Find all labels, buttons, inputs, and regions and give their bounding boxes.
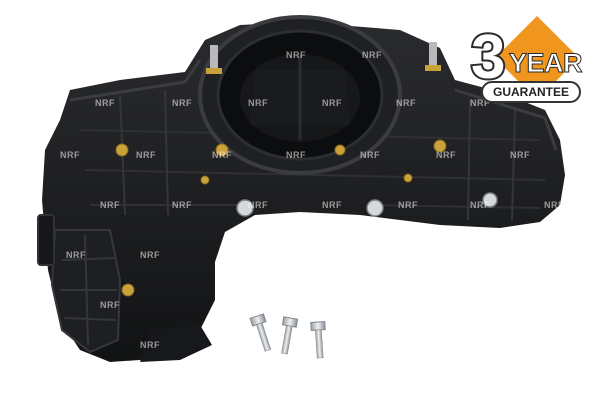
watermark-logo: NRF: [396, 98, 416, 108]
watermark-logo: NRF: [544, 200, 564, 210]
watermark-logo: NRF: [322, 200, 342, 210]
manifold-bolts: [236, 192, 498, 217]
watermark-logo: NRF: [60, 150, 80, 160]
watermark-logo: NRF: [140, 340, 160, 350]
watermark-logo: NRF: [95, 98, 115, 108]
badge-guarantee-label: GUARANTEE: [481, 81, 581, 103]
watermark-logo: NRF: [248, 200, 268, 210]
watermark-logo: NRF: [470, 98, 490, 108]
watermark-logo: NRF: [362, 50, 382, 60]
watermark-logo: NRF: [212, 150, 232, 160]
watermark-logo: NRF: [100, 200, 120, 210]
watermark-logo: NRF: [436, 150, 456, 160]
throttle-flange: [198, 15, 402, 175]
watermark-logo: NRF: [100, 300, 120, 310]
watermark-logo: NRF: [470, 200, 490, 210]
watermark-logo: NRF: [140, 250, 160, 260]
watermark-logo: NRF: [286, 50, 306, 60]
badge-diamond: [495, 16, 579, 100]
watermark-logo: NRF: [248, 98, 268, 108]
loose-bolts: [249, 313, 326, 359]
watermark-logo: NRF: [286, 150, 306, 160]
watermark-logo: NRF: [510, 150, 530, 160]
badge-year-label: YEAR: [508, 48, 583, 78]
watermark-logo: NRF: [360, 150, 380, 160]
mounting-studs: [206, 42, 441, 74]
watermark-logo: NRF: [66, 250, 86, 260]
watermark-logo: NRF: [398, 200, 418, 210]
watermark-logo: NRF: [172, 98, 192, 108]
brass-inserts: [115, 139, 447, 297]
watermark-logo: NRF: [172, 200, 192, 210]
manifold-body: [37, 22, 565, 362]
watermark-logo: NRF: [322, 98, 342, 108]
watermark-logo: NRF: [136, 150, 156, 160]
